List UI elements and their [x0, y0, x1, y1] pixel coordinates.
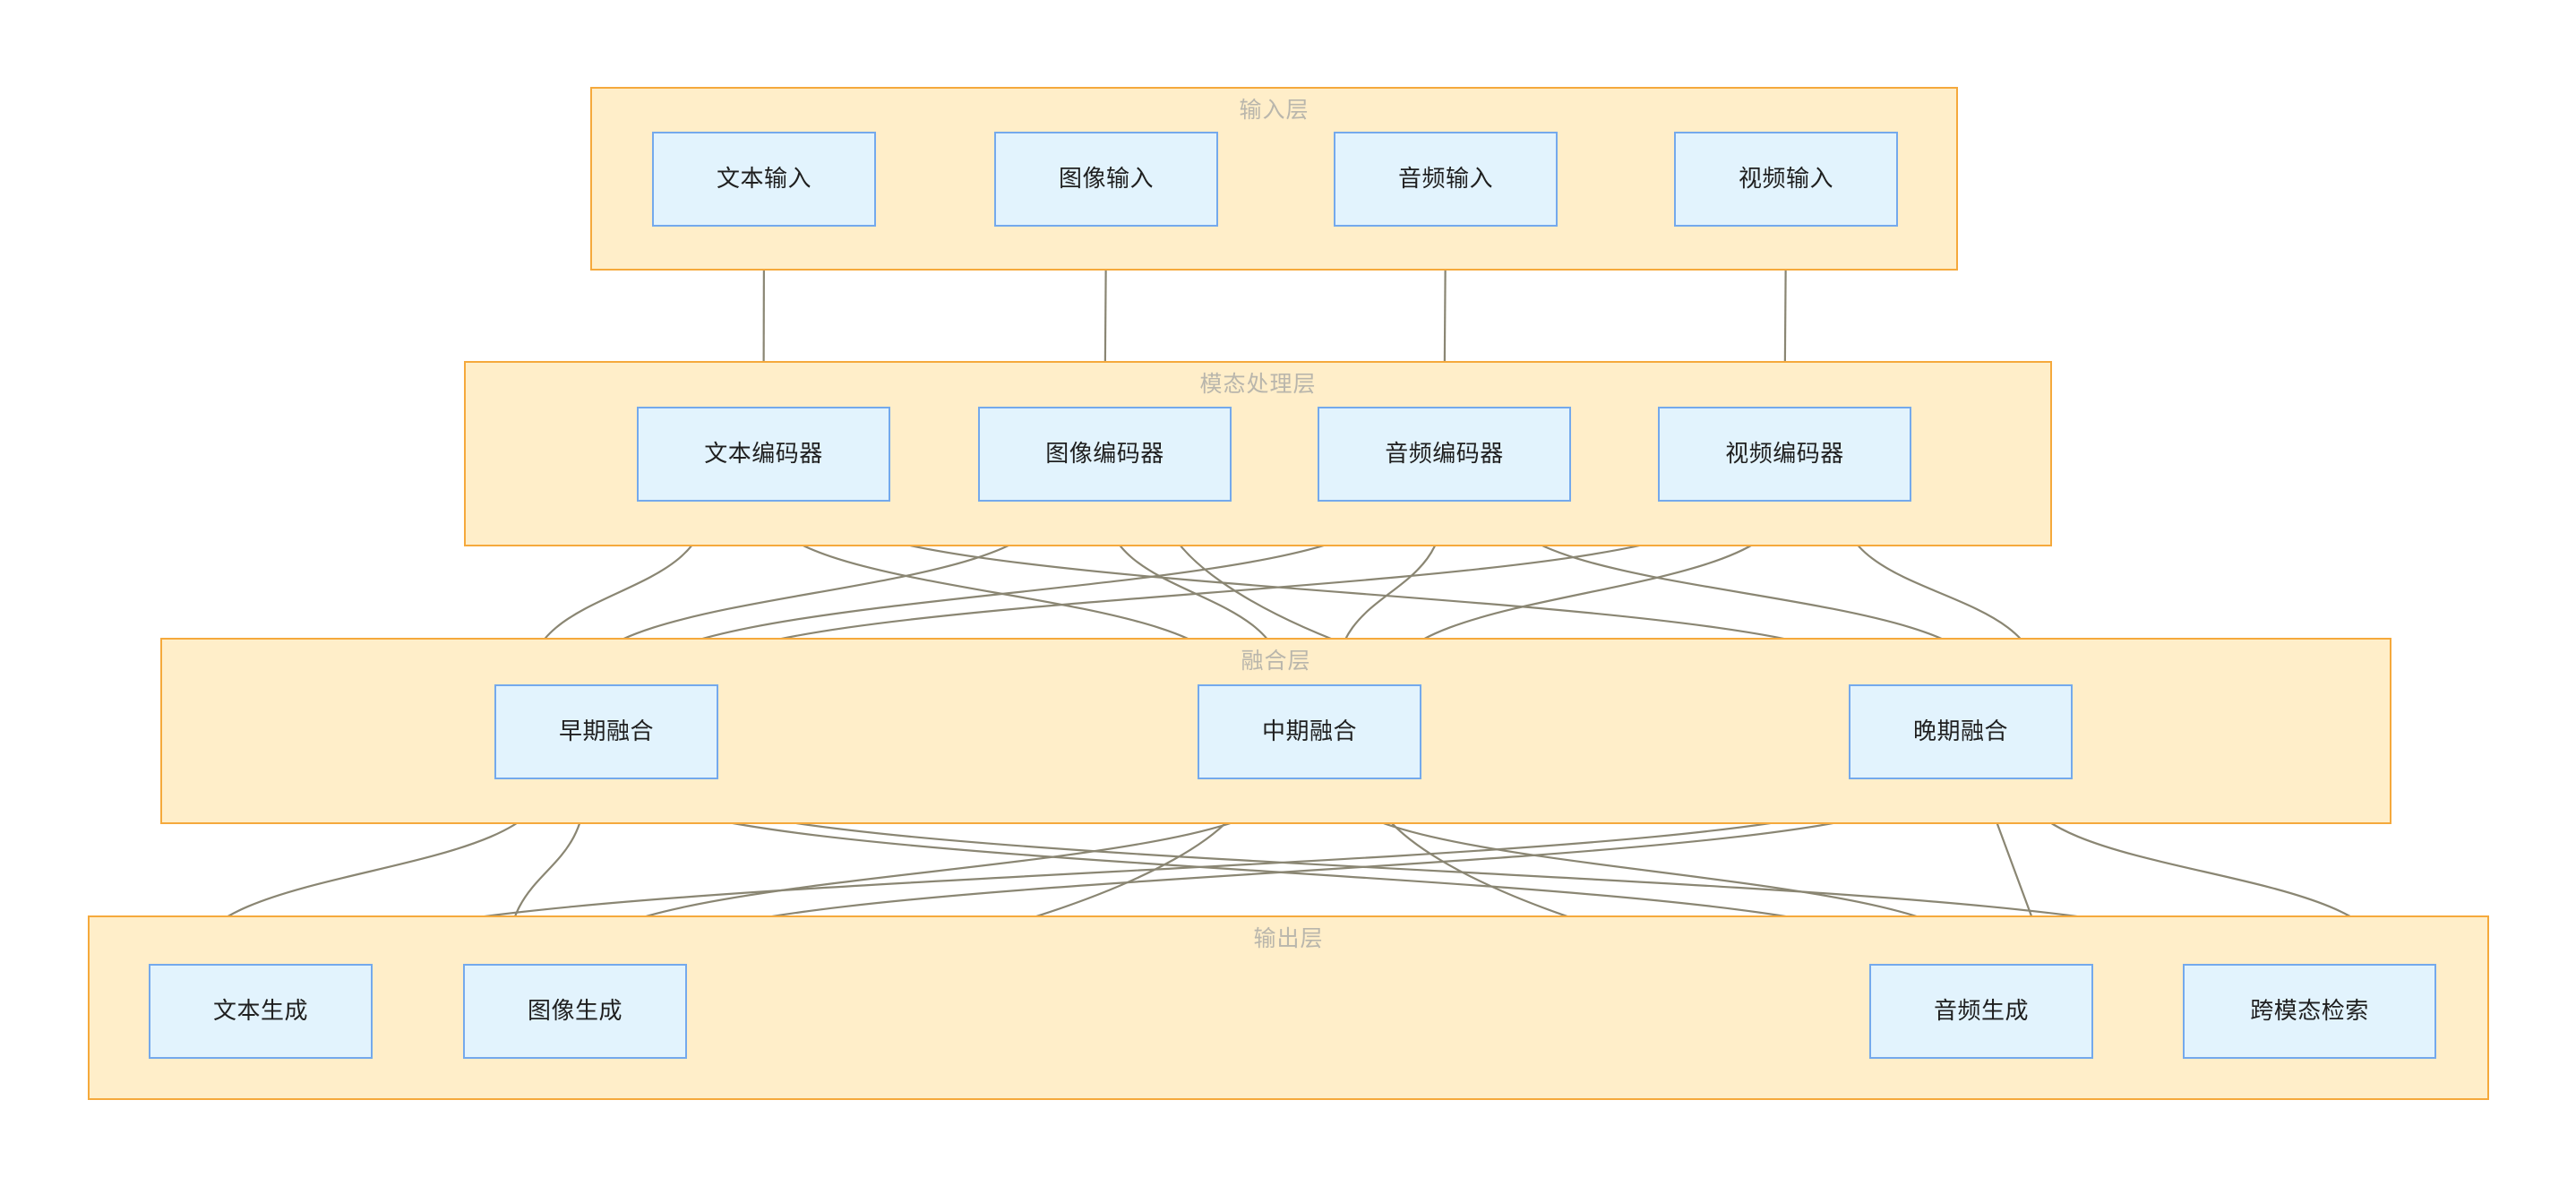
cluster-title-fusion: 融合层: [1241, 649, 1311, 674]
node-label-audio_enc: 音频编码器: [1385, 440, 1504, 468]
node-text_enc[interactable]: 文本编码器: [637, 407, 890, 502]
node-label-text_in: 文本输入: [716, 165, 811, 193]
node-label-video_in: 视频输入: [1738, 165, 1833, 193]
node-audio_in[interactable]: 音频输入: [1334, 132, 1558, 227]
cluster-title-input: 输入层: [1239, 98, 1309, 123]
node-label-image_enc: 图像编码器: [1045, 440, 1164, 468]
node-label-late_fusion: 晚期融合: [1912, 718, 2008, 745]
node-video_in[interactable]: 视频输入: [1674, 132, 1898, 227]
node-early_fusion[interactable]: 早期融合: [494, 684, 718, 779]
node-audio_enc[interactable]: 音频编码器: [1318, 407, 1571, 502]
node-label-cross_modal: 跨模态检索: [2250, 997, 2369, 1025]
cluster-title-output: 输出层: [1253, 926, 1324, 951]
node-image_in[interactable]: 图像输入: [994, 132, 1218, 227]
node-label-early_fusion: 早期融合: [558, 718, 654, 745]
node-mid_fusion[interactable]: 中期融合: [1198, 684, 1421, 779]
node-label-text_enc: 文本编码器: [704, 440, 823, 468]
node-text_in[interactable]: 文本输入: [652, 132, 876, 227]
node-cross_modal[interactable]: 跨模态检索: [2183, 964, 2436, 1059]
node-label-audio_in: 音频输入: [1397, 165, 1493, 193]
node-image_gen[interactable]: 图像生成: [463, 964, 687, 1059]
node-late_fusion[interactable]: 晚期融合: [1849, 684, 2073, 779]
node-label-mid_fusion: 中期融合: [1261, 718, 1357, 745]
node-label-text_gen: 文本生成: [212, 997, 308, 1025]
cluster-output: 输出层: [88, 915, 2489, 1100]
node-label-audio_gen: 音频生成: [1933, 997, 2029, 1025]
node-video_enc[interactable]: 视频编码器: [1658, 407, 1911, 502]
node-label-video_enc: 视频编码器: [1725, 440, 1844, 468]
node-label-image_in: 图像输入: [1058, 165, 1154, 193]
node-label-image_gen: 图像生成: [527, 997, 623, 1025]
node-text_gen[interactable]: 文本生成: [149, 964, 373, 1059]
node-image_enc[interactable]: 图像编码器: [978, 407, 1232, 502]
cluster-title-modal: 模态处理层: [1199, 372, 1317, 397]
node-audio_gen[interactable]: 音频生成: [1869, 964, 2093, 1059]
